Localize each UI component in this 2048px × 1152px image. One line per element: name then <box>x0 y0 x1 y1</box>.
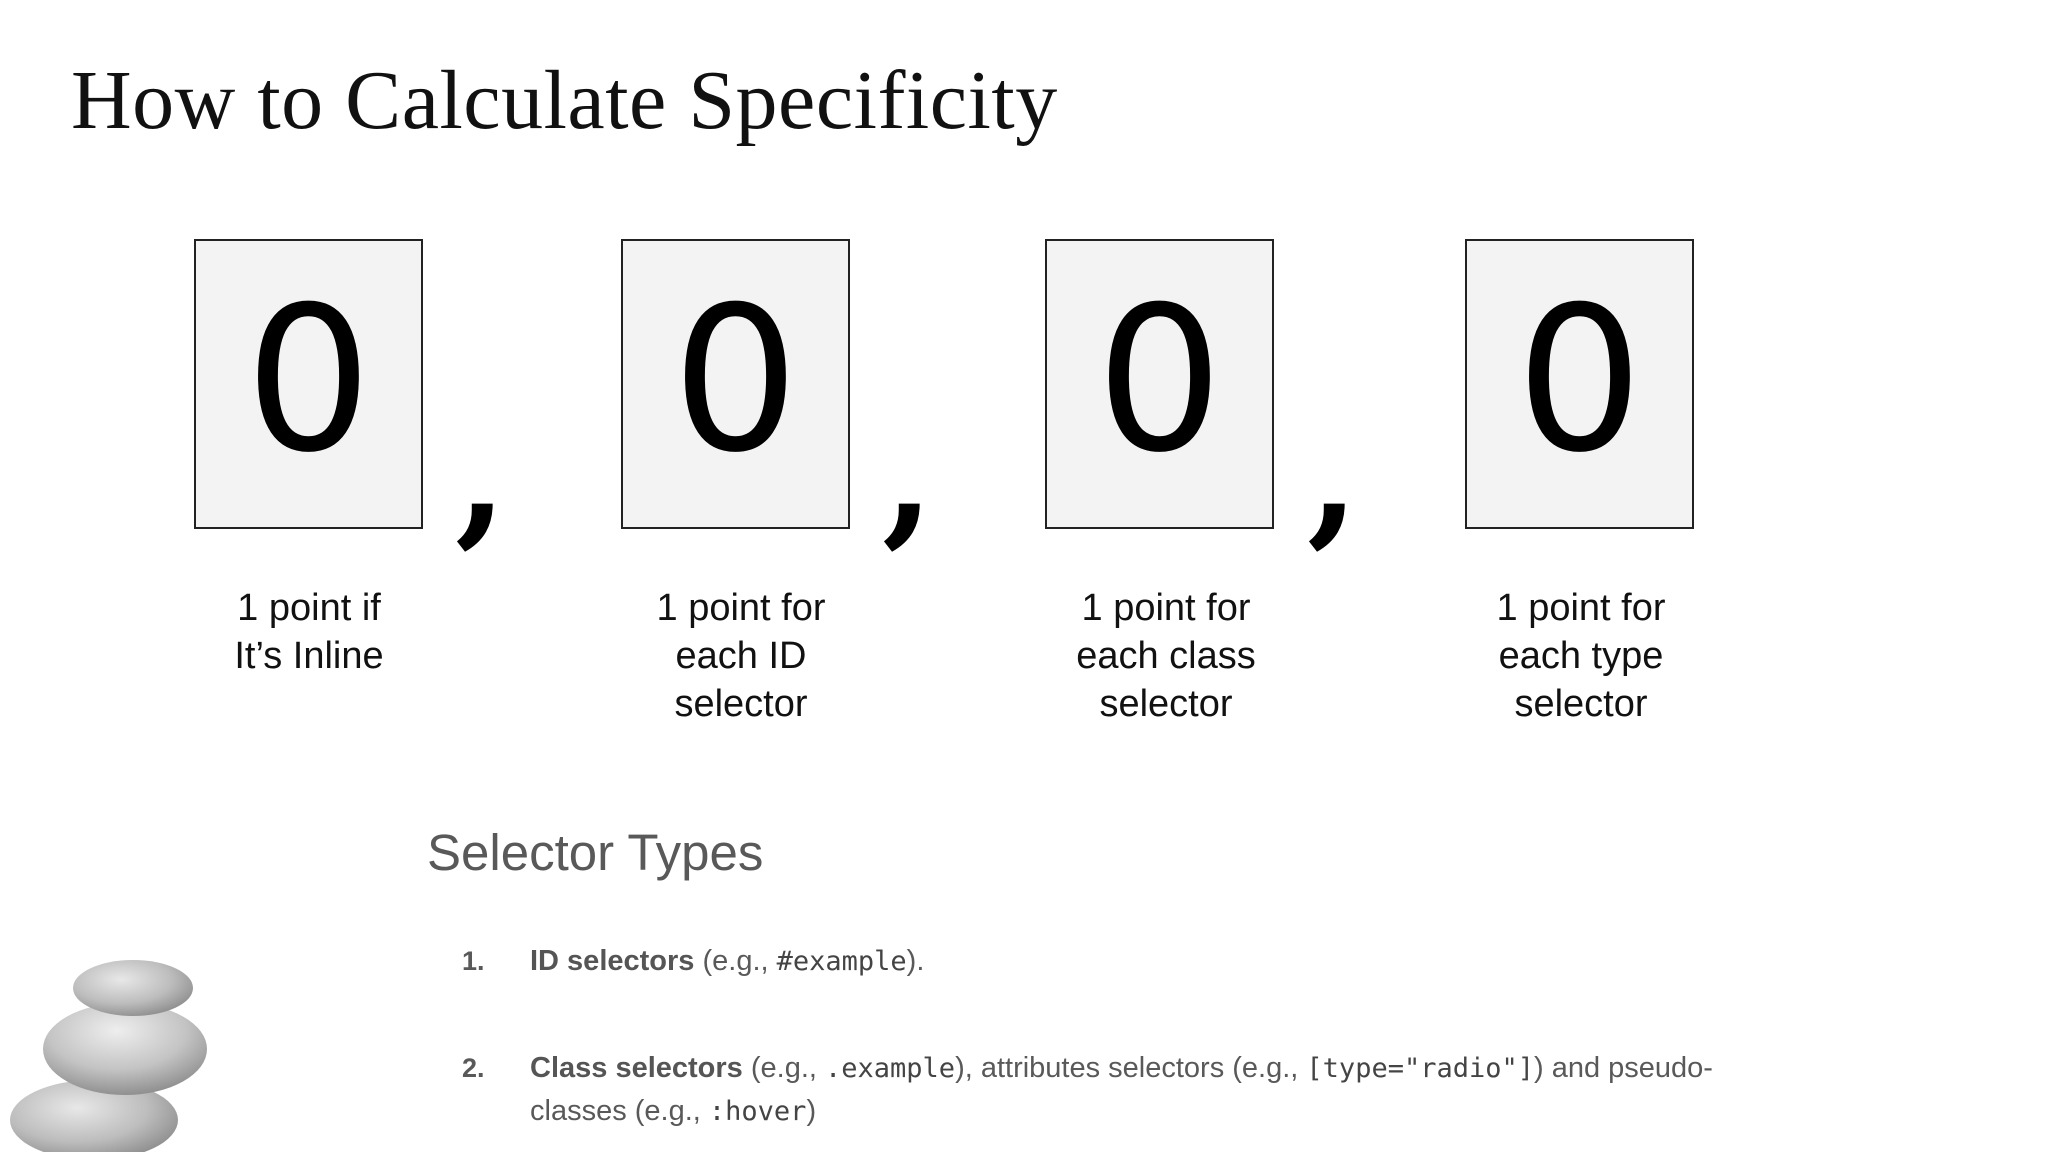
list-item-text-part: ). <box>906 945 925 977</box>
class-points-digit: 0 <box>1095 264 1224 497</box>
code-example: #example <box>776 946 907 977</box>
stone-bottom <box>10 1080 178 1152</box>
list-item: 2. Class selectors (e.g., .example), att… <box>462 1047 1802 1133</box>
caption-line: It’s Inline <box>234 635 384 677</box>
list-item-text-part: ), attributes selectors (e.g., <box>955 1052 1307 1084</box>
list-item-term: Class selectors <box>530 1052 743 1084</box>
list-number: 2. <box>462 1053 485 1083</box>
list-item: 1. ID selectors (e.g., #example). <box>462 940 1802 983</box>
caption-line: selector <box>1099 683 1233 725</box>
code-example: [type="radio"] <box>1306 1053 1534 1084</box>
stacked-stones-image <box>0 944 226 1152</box>
caption-line: selector <box>674 683 808 725</box>
list-item-text-part: (e.g., <box>694 945 777 977</box>
inline-points-caption: 1 point if It’s Inline <box>169 584 449 680</box>
type-points-caption: 1 point for each type selector <box>1441 584 1721 728</box>
id-points-box: 0 <box>621 239 850 529</box>
code-example: :hover <box>708 1096 807 1127</box>
list-item-term: ID selectors <box>530 945 695 977</box>
caption-line: each type <box>1498 635 1664 677</box>
inline-points-digit: 0 <box>244 264 373 497</box>
caption-line: 1 point for <box>1081 587 1251 629</box>
caption-line: selector <box>1514 683 1648 725</box>
stone-middle <box>43 1003 207 1095</box>
class-points-caption: 1 point for each class selector <box>1026 584 1306 728</box>
class-points-box: 0 <box>1045 239 1274 529</box>
separator-comma: , <box>455 387 508 563</box>
separator-comma: , <box>1307 387 1360 563</box>
code-example: .example <box>825 1053 956 1084</box>
caption-line: 1 point for <box>656 587 826 629</box>
caption-line: each ID <box>675 635 807 677</box>
type-points-digit: 0 <box>1515 264 1644 497</box>
list-item-text-part: ) <box>806 1095 817 1127</box>
separator-comma: , <box>882 387 935 563</box>
caption-line: 1 point if <box>237 587 381 629</box>
list-number: 1. <box>462 946 485 976</box>
list-item-text-part: (e.g., <box>742 1052 826 1084</box>
selector-types-heading: Selector Types <box>427 824 764 881</box>
id-points-caption: 1 point for each ID selector <box>601 584 881 728</box>
slide-title: How to Calculate Specificity <box>71 54 1058 147</box>
stone-top <box>73 960 193 1016</box>
id-points-digit: 0 <box>671 264 800 497</box>
caption-line: 1 point for <box>1496 587 1666 629</box>
list-item-text: Class selectors (e.g., .example), attrib… <box>530 1047 1802 1133</box>
inline-points-box: 0 <box>194 239 423 529</box>
caption-line: each class <box>1076 635 1256 677</box>
list-item-text: ID selectors (e.g., #example). <box>530 940 1802 983</box>
type-points-box: 0 <box>1465 239 1694 529</box>
list-item-text-part: ) and pseudo-classes (e.g., <box>530 1052 1713 1127</box>
